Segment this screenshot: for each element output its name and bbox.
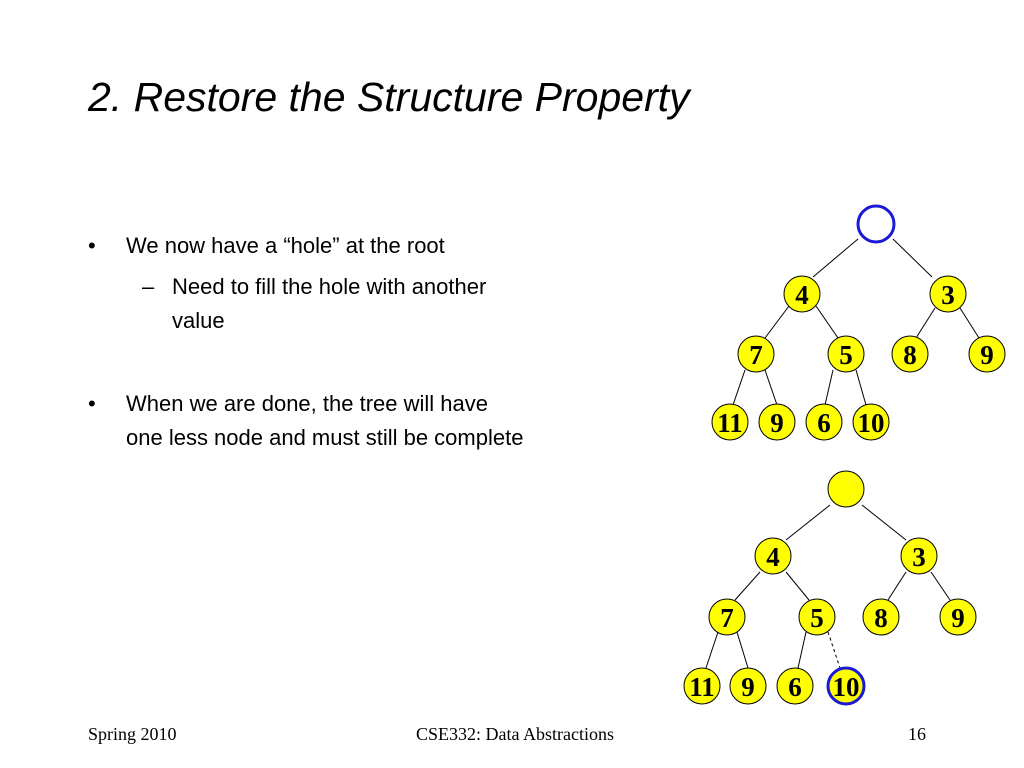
node-label: 7	[749, 340, 763, 370]
node-label: 11	[717, 408, 743, 438]
edge	[785, 504, 831, 541]
tree-node: 8	[862, 598, 900, 636]
edge	[785, 571, 810, 601]
bullet-1: • We now have a “hole” at the root	[88, 230, 588, 262]
edge	[797, 631, 807, 669]
root-node	[827, 470, 865, 508]
bullet-marker: •	[88, 233, 96, 258]
edge	[855, 369, 867, 406]
tree-before-edges	[732, 238, 980, 406]
edge	[734, 571, 761, 601]
edge	[812, 238, 859, 278]
node-label: 5	[810, 603, 824, 633]
node-label: 11	[689, 672, 715, 702]
tree-node: 11	[711, 403, 749, 441]
tree-node: 5	[798, 598, 836, 636]
footer-center: CSE332: Data Abstractions	[416, 724, 614, 744]
node-label: 4	[766, 542, 780, 572]
slide-title: 2. Restore the Structure Property	[88, 74, 690, 120]
bullet-2-line-1: When we are done, the tree will have	[126, 391, 488, 416]
sub-bullet-1: – Need to fill the hole with another val…	[142, 271, 602, 337]
tree-node: 9	[729, 667, 767, 705]
edge	[915, 307, 936, 339]
node-label: 10	[833, 672, 860, 702]
tree-node: 8	[891, 335, 929, 373]
tree-node: 3	[900, 537, 938, 575]
edge	[736, 631, 749, 669]
node-label: 3	[912, 542, 926, 572]
node-label: 4	[795, 280, 809, 310]
hole-root-node	[856, 204, 896, 244]
bullet-2: • When we are done, the tree will have o…	[88, 388, 668, 454]
node-label: 9	[741, 672, 755, 702]
tree-node: 6	[776, 667, 814, 705]
edge	[824, 369, 834, 406]
tree-node: 4	[754, 537, 792, 575]
node-label: 7	[720, 603, 734, 633]
edge	[861, 504, 907, 541]
edge	[930, 571, 951, 601]
highlighted-tree-node: 10	[826, 666, 866, 706]
node-label: 9	[770, 408, 784, 438]
tree-node: 11	[683, 667, 721, 705]
bullet-1-line-1: We now have a “hole” at the root	[126, 233, 445, 258]
tree-node: 3	[929, 275, 967, 313]
tree-after: 4 3 7 5 8 9	[683, 470, 977, 706]
edge	[705, 631, 719, 669]
node-label: 9	[980, 340, 994, 370]
tree-node: 5	[827, 335, 865, 373]
tree-node: 9	[968, 335, 1006, 373]
node-label: 9	[951, 603, 965, 633]
tree-node: 6	[805, 403, 843, 441]
node-label: 8	[903, 340, 917, 370]
node-label: 5	[839, 340, 853, 370]
node-label: 3	[941, 280, 955, 310]
edge	[959, 307, 980, 339]
edge	[887, 571, 907, 601]
sub-bullet-1-line-1: Need to fill the hole with another	[172, 274, 487, 299]
footer-left: Spring 2010	[88, 724, 177, 744]
bullet-2-line-2: one less node and must still be complete	[126, 425, 524, 450]
tree-node: 4	[783, 275, 821, 313]
edge	[732, 369, 746, 406]
tree-node: 10	[852, 403, 890, 441]
edge	[892, 238, 933, 278]
sub-bullet-1-line-2: value	[172, 308, 225, 333]
bullet-marker: •	[88, 391, 96, 416]
tree-after-edges	[705, 504, 951, 669]
tree-before: 4 3 7 5 8 9	[711, 204, 1006, 441]
node-label: 6	[788, 672, 802, 702]
node-label: 8	[874, 603, 888, 633]
footer-page-number: 16	[908, 724, 926, 744]
edge	[815, 305, 839, 339]
tree-node: 7	[737, 335, 775, 373]
dash-marker: –	[142, 274, 155, 299]
edge	[764, 305, 790, 339]
tree-node: 7	[708, 598, 746, 636]
tree-node: 9	[758, 403, 796, 441]
edge	[764, 369, 778, 406]
tree-node: 9	[939, 598, 977, 636]
node-label: 6	[817, 408, 831, 438]
dashed-edge	[827, 631, 841, 669]
node-label: 10	[858, 408, 885, 438]
